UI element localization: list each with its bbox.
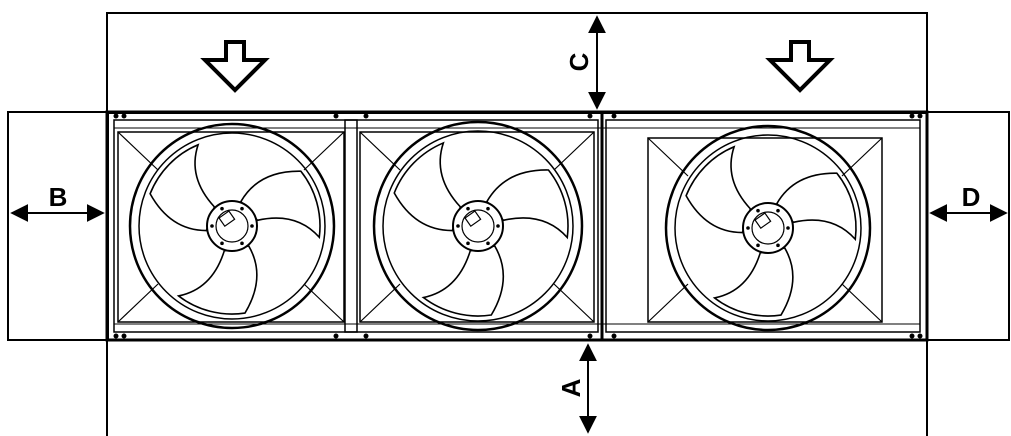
- frame-screw: [121, 333, 127, 339]
- fan-ring-outer: [372, 120, 584, 332]
- frame-screw: [917, 333, 923, 339]
- fan-blade: [485, 169, 569, 240]
- fan-shroud: [117, 131, 345, 323]
- shroud-brace: [841, 137, 883, 177]
- frame-screw: [909, 333, 915, 339]
- fan-shroud: [647, 137, 883, 323]
- airflow-arrow-left: [200, 40, 270, 93]
- fan-hub: [452, 200, 504, 252]
- fan-ring-inner: [138, 132, 326, 320]
- hub-bolt: [746, 226, 750, 230]
- fan-blade: [393, 141, 462, 232]
- fan-hub-inner: [751, 211, 785, 245]
- fan-blade: [239, 170, 321, 240]
- hub-bolt: [466, 241, 470, 246]
- fan-hub-inner: [215, 209, 249, 243]
- hub-bolt: [756, 208, 760, 213]
- frame-screw: [909, 113, 915, 119]
- frame-screw: [113, 113, 119, 119]
- fan-ring-inner: [674, 134, 862, 322]
- hub-bolt: [220, 241, 224, 246]
- frame-screw: [611, 333, 617, 339]
- fan-hub-label: [754, 212, 772, 230]
- fan-blade: [685, 145, 752, 234]
- hub-bolt: [466, 206, 470, 211]
- fan-unit-2: [359, 120, 595, 332]
- frame-screw: [121, 113, 127, 119]
- hub-bolt: [786, 226, 790, 230]
- hub-bolt: [486, 241, 490, 246]
- dimension-markers: A B C D: [10, 15, 1008, 434]
- shroud-brace: [303, 131, 345, 171]
- frame-screw: [587, 333, 593, 339]
- housing-inner-frame-right: [605, 119, 921, 333]
- hub-bolt: [776, 243, 780, 248]
- hub-bolt: [250, 224, 254, 228]
- fan-hub: [206, 200, 258, 252]
- center-post: [344, 119, 358, 333]
- frame-screws: [113, 113, 923, 339]
- left-clearance-zone: [7, 111, 109, 341]
- fan-unit-1: [117, 122, 345, 330]
- dim-label-a: A: [556, 378, 586, 397]
- fan-ring-inner: [382, 130, 574, 322]
- hub-bolt: [210, 224, 214, 228]
- shroud-brace: [553, 131, 595, 171]
- shroud-brace: [303, 283, 345, 323]
- fan-blade: [421, 245, 505, 317]
- dim-label-c: C: [564, 52, 594, 71]
- housing-outer-frame: [105, 110, 929, 342]
- hub-bolt: [486, 206, 490, 211]
- fan-hub: [742, 202, 794, 254]
- fan-shroud: [359, 131, 595, 323]
- fan-blade: [775, 172, 857, 242]
- frame-screw: [363, 333, 369, 339]
- fan-hub-label: [464, 210, 482, 228]
- hub-bolt: [220, 206, 224, 211]
- frame-screw: [587, 113, 593, 119]
- hub-bolt: [776, 208, 780, 213]
- shroud-brace: [359, 283, 401, 323]
- dim-label-b: B: [49, 182, 68, 212]
- frame-screw: [333, 113, 339, 119]
- fan-blade: [712, 247, 794, 317]
- fan-unit-3: [647, 124, 883, 332]
- fan-blade: [176, 245, 258, 315]
- shroud-brace: [647, 137, 689, 177]
- fan-housing: [105, 110, 929, 342]
- frame-screw: [333, 333, 339, 339]
- hub-bolt: [240, 206, 244, 211]
- hub-bolt: [240, 241, 244, 246]
- fan-ring-outer: [128, 122, 336, 330]
- shroud-brace: [647, 283, 689, 323]
- top-clearance-zone: [106, 12, 928, 114]
- hub-bolt: [756, 243, 760, 248]
- hub-bolt: [496, 224, 500, 228]
- right-clearance-zone: [926, 111, 1010, 341]
- hub-bolt: [456, 224, 460, 228]
- airflow-arrow-right: [765, 40, 835, 93]
- frame-screw: [611, 113, 617, 119]
- fan-hub-label: [218, 210, 236, 228]
- fan-ring-outer: [664, 124, 872, 332]
- dim-label-d: D: [962, 182, 981, 212]
- frame-screw: [113, 333, 119, 339]
- clearance-boundaries: [7, 12, 1010, 436]
- fan-blade: [149, 143, 216, 232]
- frame-screw: [363, 113, 369, 119]
- fan-hub-inner: [461, 209, 495, 243]
- frame-screw: [917, 113, 923, 119]
